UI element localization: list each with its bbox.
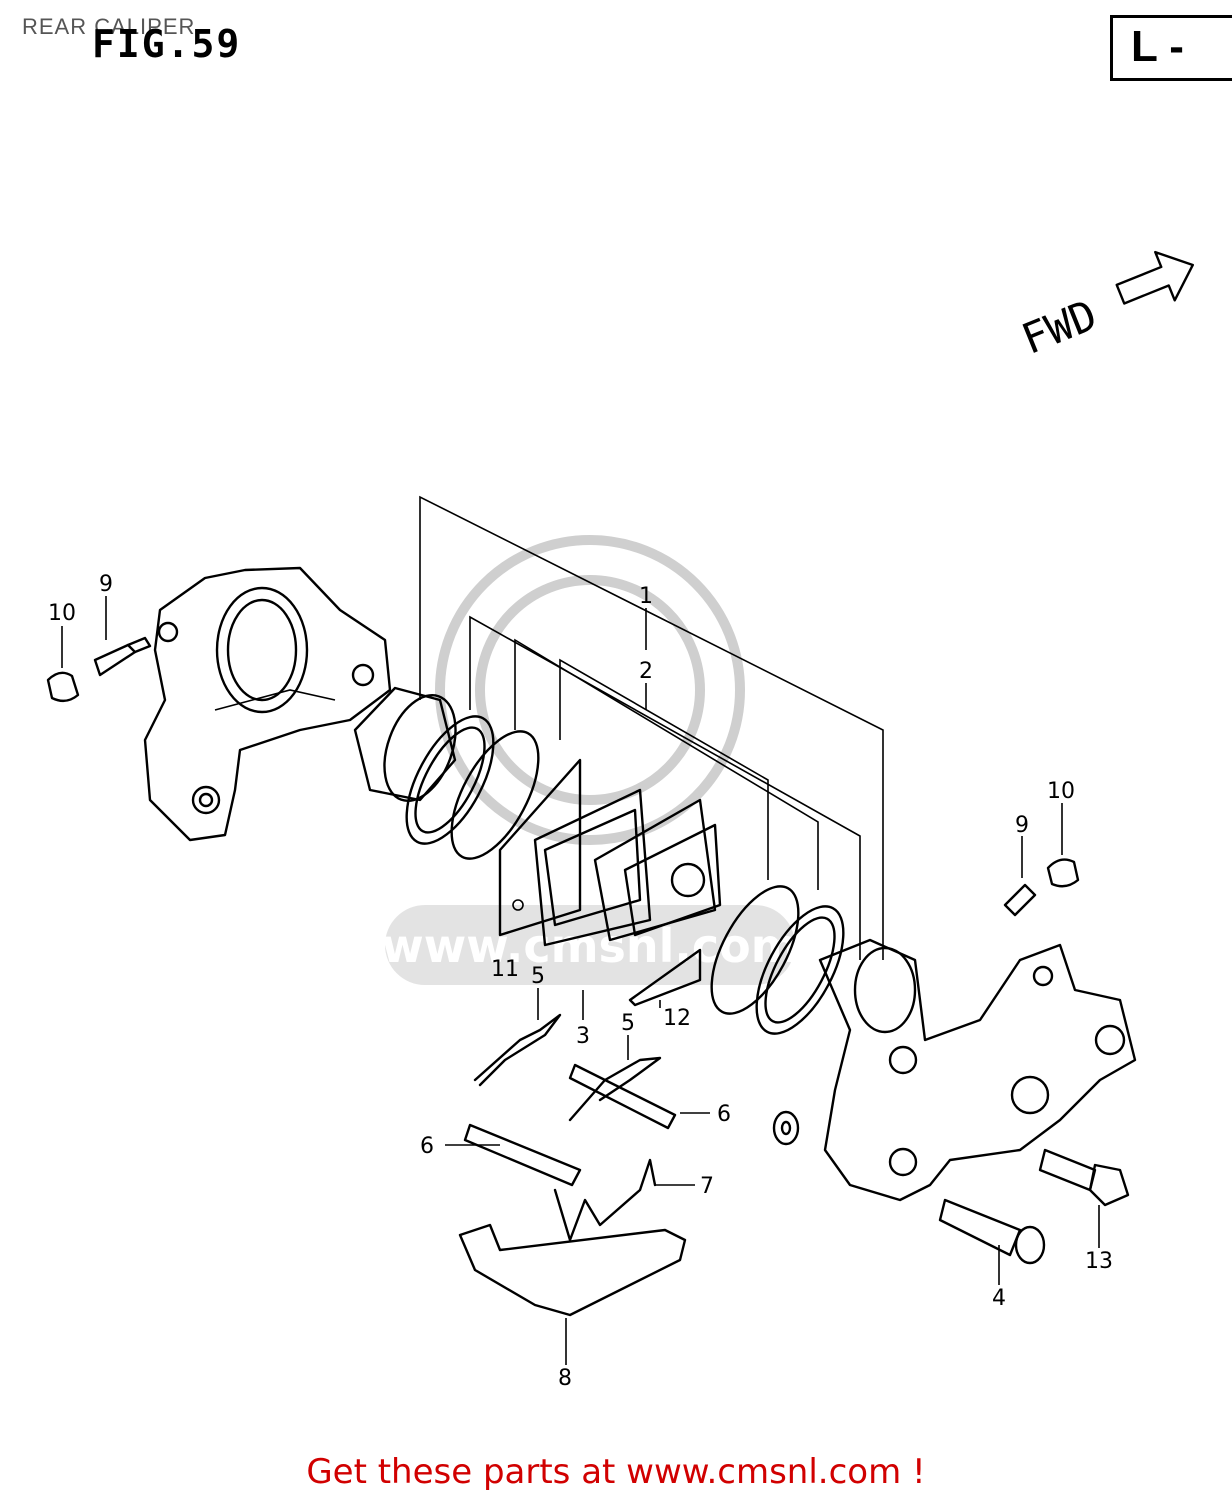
callout-11: 11 <box>491 957 519 982</box>
bolt-4 <box>938 1198 1046 1265</box>
pad-cover <box>458 1223 687 1317</box>
footer-promo-text: Get these parts at www.cmsnl.com ! <box>306 1452 926 1492</box>
callout-12: 12 <box>663 1006 691 1031</box>
callout-5a: 5 <box>531 964 545 989</box>
pad-pin-upper <box>568 1063 677 1130</box>
callout-leaders <box>61 596 1100 1365</box>
callout-4: 4 <box>992 1286 1006 1311</box>
pin-clip-right <box>568 1056 662 1122</box>
bleeder-valve-left <box>93 636 152 677</box>
piston-seal-ring-right <box>710 885 800 1015</box>
callout-6b: 6 <box>717 1102 731 1127</box>
caliper-housing-left <box>143 566 392 842</box>
callout-10a: 10 <box>48 601 76 626</box>
fwd-arrow-icon <box>1115 250 1195 305</box>
washer <box>772 1110 800 1146</box>
bleeder-valve-right <box>1003 883 1037 917</box>
brake-pad-set <box>533 788 722 947</box>
watermark-logo: www.cmsnl.com <box>381 535 799 985</box>
bleeder-cap-right <box>1046 858 1080 888</box>
callout-9b: 9 <box>1015 813 1029 838</box>
callout-8: 8 <box>558 1366 572 1391</box>
callout-9a: 9 <box>99 572 113 597</box>
piston-left <box>353 686 457 803</box>
figure-title: FIG.59 <box>92 22 242 66</box>
series-label: L - <box>1131 22 1184 71</box>
callout-3: 3 <box>576 1024 590 1049</box>
pad-spring-clip <box>553 1158 657 1242</box>
callout-1: 1 <box>639 584 653 609</box>
dust-seal-ring-right <box>755 905 845 1035</box>
diagram-caption: REAR CALIPER <box>22 14 196 39</box>
fwd-label: FWD <box>1015 290 1104 364</box>
dust-seal-ring <box>450 730 540 860</box>
callout-7: 7 <box>700 1174 714 1199</box>
pad-spring <box>628 948 702 1007</box>
series-box: L - <box>1110 15 1232 81</box>
pad-pin-lower <box>463 1123 582 1187</box>
callout-6a: 6 <box>420 1134 434 1159</box>
assembly-bracket-lines <box>419 495 884 960</box>
pad-shim <box>498 758 582 937</box>
callout-2: 2 <box>639 659 653 684</box>
pin-clip-left <box>473 1013 562 1087</box>
callout-13: 13 <box>1085 1249 1113 1274</box>
piston-seal-ring <box>405 715 495 845</box>
callout-5b: 5 <box>621 1011 635 1036</box>
bolt-13 <box>1038 1148 1130 1207</box>
fwd-direction-indicator: FWD <box>1015 250 1195 364</box>
bleeder-cap-left <box>46 671 80 703</box>
watermark-text: www.cmsnl.com <box>381 919 798 973</box>
caliper-housing-right <box>818 938 1137 1202</box>
callout-10b: 10 <box>1047 779 1075 804</box>
callout-labels: 1 2 3 4 5 5 6 6 7 8 9 9 10 10 11 12 13 <box>48 572 1113 1391</box>
